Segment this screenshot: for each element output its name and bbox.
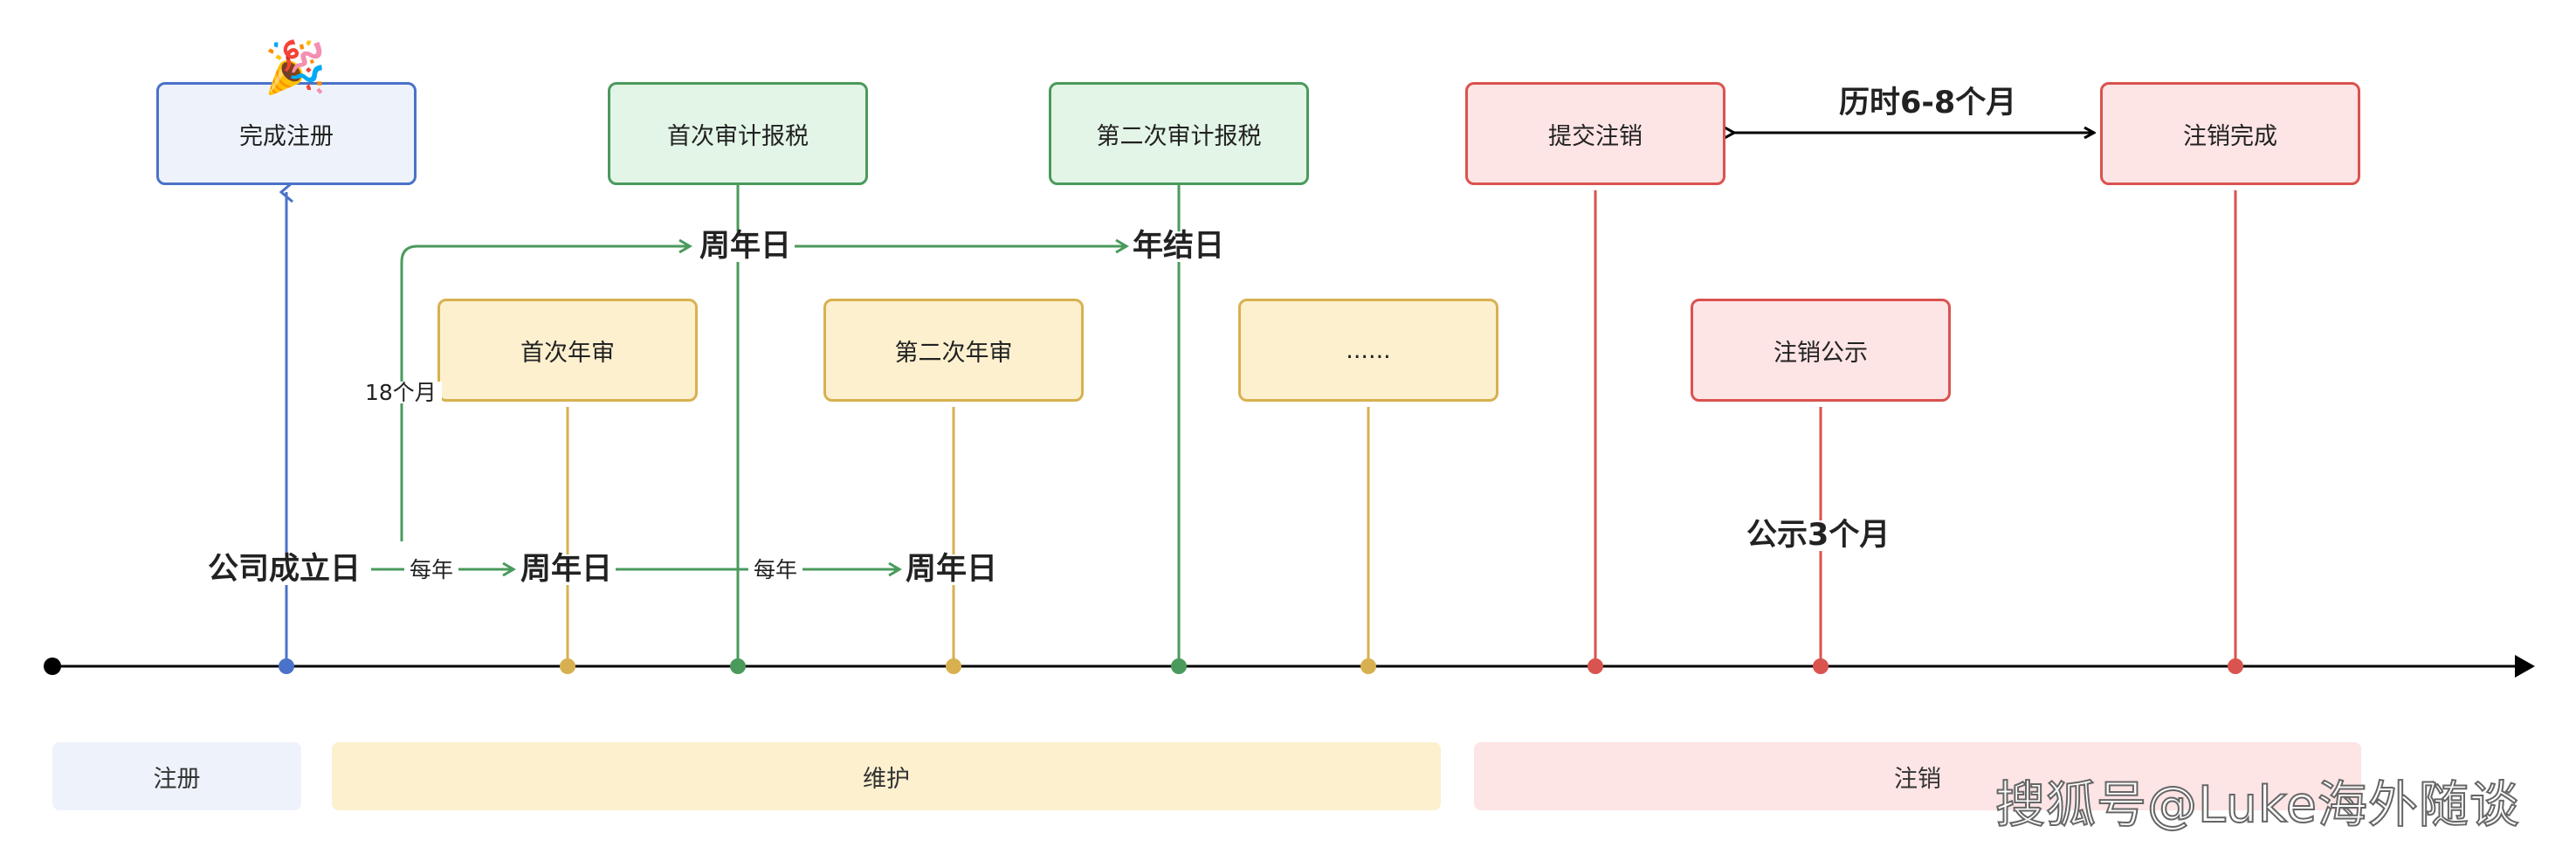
second-audit-tax-box: 第二次审计报税 [1049,82,1309,185]
cancellation-notice-box: 注销公示 [1691,299,1951,402]
submit-cancellation-label: 提交注销 [1548,122,1643,150]
second-audit-dot [1171,658,1187,674]
every-year-label-1: 每年 [404,559,459,581]
axis-start-dot [44,658,61,675]
complete-registration-box: 完成注册 [156,82,417,185]
cancellation-notice-dot [1813,658,1829,674]
watermark-text: 搜狐号@Luke海外随谈 [1994,775,2520,835]
first-audit-dot [730,658,746,674]
anniversary-label-1: 周年日 [517,554,616,585]
second-annual-review-box: 第二次年审 [823,299,1084,402]
duration-label: 历时6-8个月 [1836,88,2021,119]
notice-three-months-label: 公示3个月 [1743,520,1894,551]
first-annual-review-label: 首次年审 [520,339,615,367]
second-annual-review-label: 第二次年审 [894,339,1013,367]
cancellation-complete-dot [2228,658,2243,674]
first-audit-tax-label: 首次审计报税 [667,122,809,150]
axis-arrow-head [2515,655,2535,678]
second-audit-tax-label: 第二次审计报税 [1096,122,1262,150]
submit-cancellation-box: 提交注销 [1465,82,1725,185]
anniversary-label-2: 周年日 [902,554,1002,585]
eighteen-months-label: 18个月 [360,382,442,403]
submit-cancellation-dot [1588,658,1603,674]
first-audit-tax-box: 首次审计报税 [608,82,868,185]
complete-registration-label: 完成注册 [239,122,334,150]
phase-registration-label: 注册 [153,765,201,793]
registration-dot [279,658,294,674]
anniversary-label-top: 周年日 [696,231,796,262]
second-annual-review-dot [946,658,961,674]
phase-maintenance: 维护 [332,742,1441,810]
more-review-dot [1360,658,1376,674]
more-reviews-box: ...... [1238,299,1498,402]
phase-cancellation-label: 注销 [1894,765,1941,793]
more-reviews-label: ...... [1346,336,1391,364]
cancellation-complete-label: 注销完成 [2183,122,2277,150]
founding-day-label: 公司成立日 [204,554,365,585]
year-end-label: 年结日 [1129,231,1229,262]
cancellation-complete-box: 注销完成 [2100,82,2360,185]
first-annual-review-dot [560,658,575,674]
phase-maintenance-label: 维护 [863,765,910,793]
phase-registration: 注册 [52,742,301,810]
eighteen-month-flow-arrow [400,246,690,541]
cancellation-notice-label: 注销公示 [1774,339,1868,367]
every-year-label-2: 每年 [748,559,803,581]
phase-cancellation: 注销 [1474,742,2361,810]
first-annual-review-box: 首次年审 [437,299,698,402]
party-popper-icon: 🎉 [264,38,327,97]
